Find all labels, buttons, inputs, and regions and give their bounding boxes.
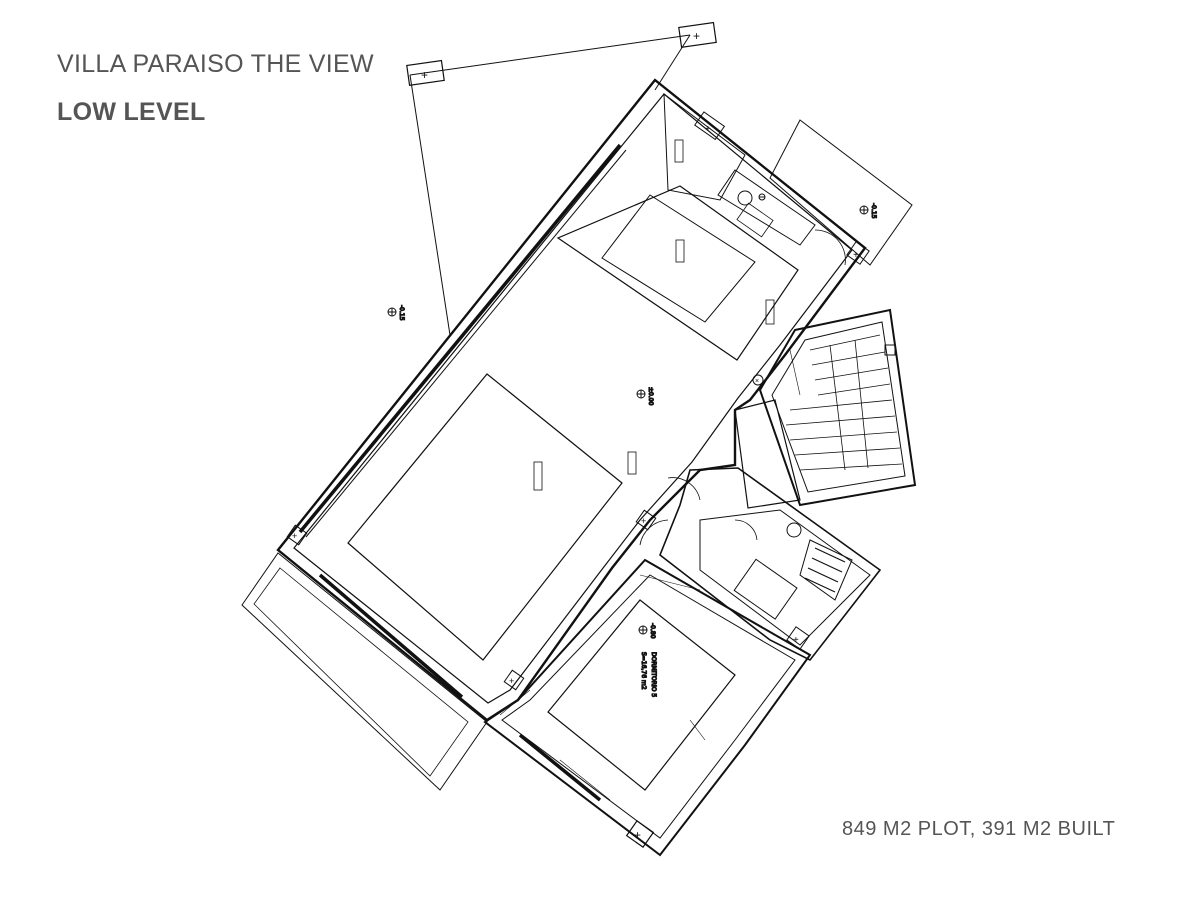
svg-text:+: +: [509, 676, 514, 686]
glazing-wall-left: [298, 143, 627, 699]
boundary-marker-right-icon: +: [693, 29, 700, 43]
area-summary: 849 M2 PLOT, 391 M2 BUILT: [842, 818, 1116, 840]
svg-text:+: +: [634, 828, 641, 842]
upper-bedroom-label-tag: [674, 139, 684, 163]
lower-toilet-icon: [786, 522, 802, 538]
toilet-icon: [737, 190, 753, 206]
corridor-label-tag: [627, 451, 637, 475]
level-mark-garden-icon: [387, 307, 397, 317]
level-mark-terrace: -0.15: [870, 203, 877, 219]
svg-text:+: +: [705, 124, 711, 135]
level-mark-main: ±0.00: [647, 387, 654, 406]
level-mark-main-icon: [636, 389, 646, 399]
boundary-marker-right: [678, 21, 717, 48]
terrace-lower-left: [241, 552, 488, 791]
upper-bedroom: [556, 92, 799, 361]
level-mark-bedroom: -0.80: [649, 623, 656, 639]
plot-boundary: + +: [406, 21, 717, 336]
level-mark-terrace-icon: [859, 205, 869, 215]
level-mark-bedroom-icon: [638, 625, 648, 635]
level-marks: -0.15 -0.15 ±0.00 -0.80: [387, 193, 878, 639]
bedroom-5-area: S=16,76 m2: [640, 652, 647, 690]
living-room-label-tag: [533, 461, 543, 491]
boundary-marker-left-icon: +: [421, 68, 428, 82]
plan-title: VILLA PARAISO THE VIEW: [57, 50, 374, 78]
downlight-icon: [752, 374, 764, 386]
level-mark-garden: -0.15: [398, 305, 405, 321]
plan-level-label: LOW LEVEL: [57, 98, 206, 126]
bedroom-5: + + DORMITORIO 5 S=16,76 m2: [483, 558, 812, 857]
svg-text:+: +: [853, 250, 859, 261]
staircase-block: [758, 308, 917, 507]
corridor: ×: [627, 299, 775, 475]
living-room: [347, 373, 623, 661]
bed-label-tag: [675, 239, 685, 263]
svg-text:+: +: [793, 635, 799, 646]
lower-bathroom: +: [639, 229, 882, 662]
svg-text:+: +: [641, 516, 646, 526]
dimension-lines: [499, 349, 801, 801]
boundary-marker-left: [406, 59, 445, 86]
stair-connector: [734, 399, 801, 509]
svg-text:×: ×: [755, 378, 759, 385]
patio-right: +: [769, 119, 913, 266]
corner-markers: + +: [286, 509, 657, 546]
bedroom-5-name: DORMITORIO 5: [650, 652, 657, 697]
svg-text:+: +: [292, 531, 297, 541]
upper-bathroom: +: [694, 111, 816, 246]
level-mark-bath-icon: [758, 193, 766, 201]
hall-label-tag: [765, 299, 775, 325]
